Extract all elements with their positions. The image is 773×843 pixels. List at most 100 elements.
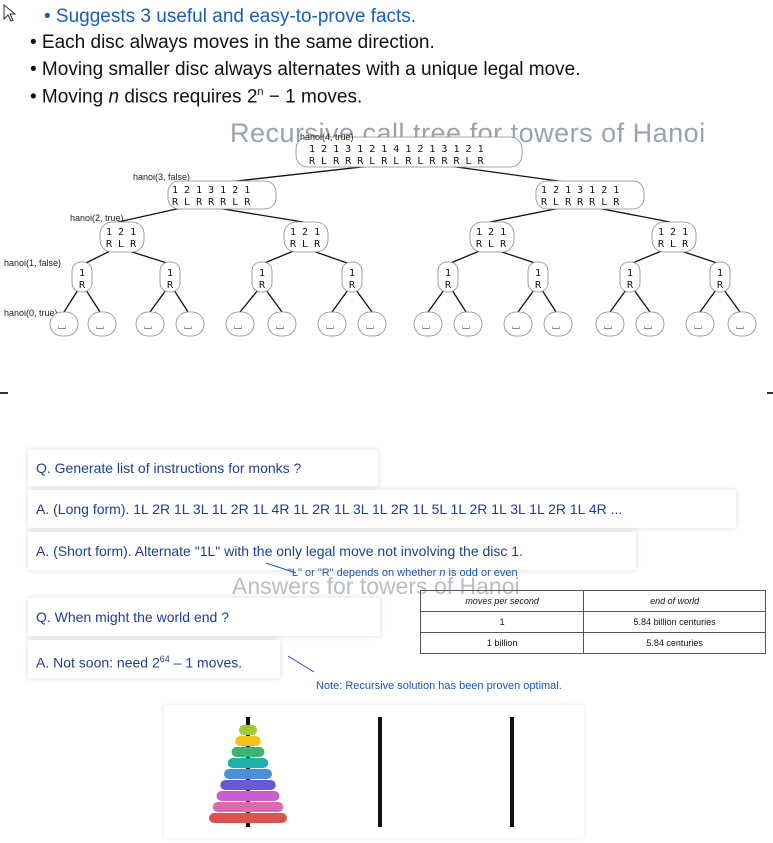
node-directions: R L R R R L R — [541, 197, 620, 208]
node-directions: R — [167, 280, 174, 291]
empty-node-mark: ⌴ — [422, 321, 430, 332]
node-directions: R — [349, 280, 356, 291]
tree-node-level0 — [543, 311, 573, 337]
tree-node-level1: 1R — [159, 261, 181, 293]
tree-node-level1: 1R — [251, 261, 273, 293]
empty-node-mark: ⌴ — [512, 321, 520, 332]
table-header: moves per second — [419, 590, 585, 612]
tree-node-level3-right: 1 2 1 3 1 2 1 R L R R R L R — [535, 180, 645, 210]
node-directions: R L R — [658, 239, 689, 250]
peg-right — [510, 717, 514, 827]
tree-node-level1: 1R — [437, 261, 459, 293]
hanoi-disc — [224, 769, 272, 779]
tree-node-level0 — [413, 311, 443, 337]
tree-node-level2-2: 1 2 1 R L R — [283, 221, 329, 253]
tree-node-level0 — [225, 311, 255, 337]
empty-node-mark: ⌴ — [144, 321, 152, 332]
optimality-note: Note: Recursive solution has been proven… — [316, 680, 562, 692]
tree-node-level0 — [503, 311, 533, 337]
answer-long-form: A. (Long form). 1L 2R 1L 3L 1L 2R 1L 4R … — [28, 490, 736, 528]
answers-table: moves per second end of world 1 5.84 bil… — [419, 590, 766, 654]
node-digits: 1 — [627, 268, 633, 279]
tree-node-level0 — [49, 311, 79, 337]
node-digits: 1 — [79, 268, 85, 279]
node-digits: 1 — [535, 268, 541, 279]
empty-node-mark: ⌴ — [644, 321, 652, 332]
table-header-row: moves per second end of world — [419, 590, 766, 612]
root-directions: R L R R R L R L R L R R R L R — [309, 156, 485, 167]
tree-node-level2-1: 1 2 1 R L R — [99, 221, 145, 253]
level0-call-label: hanoi(0, true) — [4, 308, 58, 318]
right-divider — [767, 392, 773, 394]
node-digits: 1 — [717, 268, 723, 279]
node-digits: 1 — [445, 268, 451, 279]
tree-node-level3-left: 1 2 1 3 1 2 1 R L R R R L R — [167, 180, 277, 210]
node-directions: R — [79, 280, 86, 291]
empty-node-mark: ⌴ — [462, 321, 470, 332]
table-cell: 1 — [419, 611, 585, 633]
node-digits: 1 2 1 3 1 2 1 — [541, 185, 619, 196]
tree-node-level0 — [727, 311, 757, 337]
hanoi-disc — [216, 791, 280, 801]
tree-node-level1: 1R — [71, 261, 93, 293]
level3-call-label: hanoi(3, false) — [133, 172, 190, 182]
node-directions: R L R R R L R — [172, 197, 251, 208]
call-tree-diagram: hanoi(4, true) 1 2 1 3 1 2 1 4 1 2 1 3 1… — [4, 132, 757, 337]
table-row: 1 billion 5.84 centuries — [419, 632, 766, 654]
tree-node-level0 — [357, 311, 387, 337]
answer-short-form: A. (Short form). Alternate "1L" with the… — [28, 532, 636, 570]
question-world-end: Q. When might the world end ? — [28, 598, 380, 636]
disc-stack — [209, 717, 287, 827]
empty-node-mark: ⌴ — [736, 321, 744, 332]
node-directions: R L R — [106, 239, 137, 250]
root-call-label: hanoi(4, true) — [300, 132, 354, 142]
root-digits: 1 2 1 3 1 2 1 4 1 2 1 3 1 2 1 — [309, 144, 484, 155]
empty-node-mark: ⌴ — [366, 321, 374, 332]
empty-node-mark: ⌴ — [58, 321, 66, 332]
node-digits: 1 2 1 — [476, 227, 506, 238]
node-directions: R — [627, 280, 634, 291]
note-pointer-arrow — [265, 562, 297, 574]
tree-node-level0 — [453, 311, 483, 337]
table-cell: 1 billion — [419, 632, 585, 654]
hanoi-pegs-svg — [209, 717, 514, 827]
empty-node-mark: ⌴ — [326, 321, 334, 332]
hanoi-towers-illustration — [164, 705, 584, 838]
empty-node-mark: ⌴ — [276, 321, 284, 332]
node-digits: 1 — [349, 268, 355, 279]
node-digits: 1 2 1 — [658, 227, 688, 238]
tree-node-level0 — [175, 311, 205, 337]
node-digits: 1 — [167, 268, 173, 279]
node-digits: 1 2 1 — [106, 227, 136, 238]
empty-node-mark: ⌴ — [604, 321, 612, 332]
hanoi-disc — [239, 725, 257, 735]
hanoi-disc — [212, 802, 284, 812]
level0-nodes: ⌴⌴⌴⌴⌴⌴⌴⌴⌴⌴⌴⌴⌴⌴⌴⌴ — [49, 311, 757, 337]
answer-pointer-arrow — [287, 655, 315, 673]
table-header: end of world — [583, 590, 766, 612]
bullet-direction: • Each disc always moves in the same dir… — [30, 32, 435, 53]
empty-node-mark: ⌴ — [96, 321, 104, 332]
tree-node-root: hanoi(4, true) 1 2 1 3 1 2 1 4 1 2 1 3 1… — [295, 132, 523, 168]
tree-node-level1: 1R — [709, 261, 731, 293]
tree-node-level2-3: 1 2 1 R L R — [469, 221, 515, 253]
bullet-suggests: • Suggests 3 useful and easy-to-prove fa… — [44, 6, 417, 27]
tree-node-level0 — [135, 311, 165, 337]
hanoi-disc — [231, 747, 265, 757]
tree-node-level0 — [635, 311, 665, 337]
node-directions: R — [717, 280, 724, 291]
bullet-alternates: • Moving smaller disc always alternates … — [30, 59, 581, 80]
tree-node-level1: 1R — [341, 261, 363, 293]
left-divider — [0, 392, 8, 394]
level2-call-label: hanoi(2, true) — [70, 213, 124, 223]
hanoi-disc — [235, 736, 261, 746]
tree-node-level0 — [595, 311, 625, 337]
node-directions: R L R — [290, 239, 321, 250]
level1-call-label: hanoi(1, false) — [4, 258, 61, 268]
tree-node-level1: 1R — [619, 261, 641, 293]
node-directions: R L R — [476, 239, 507, 250]
node-digits: 1 — [259, 268, 265, 279]
empty-node-mark: ⌴ — [184, 321, 192, 332]
tree-node-level0 — [685, 311, 715, 337]
